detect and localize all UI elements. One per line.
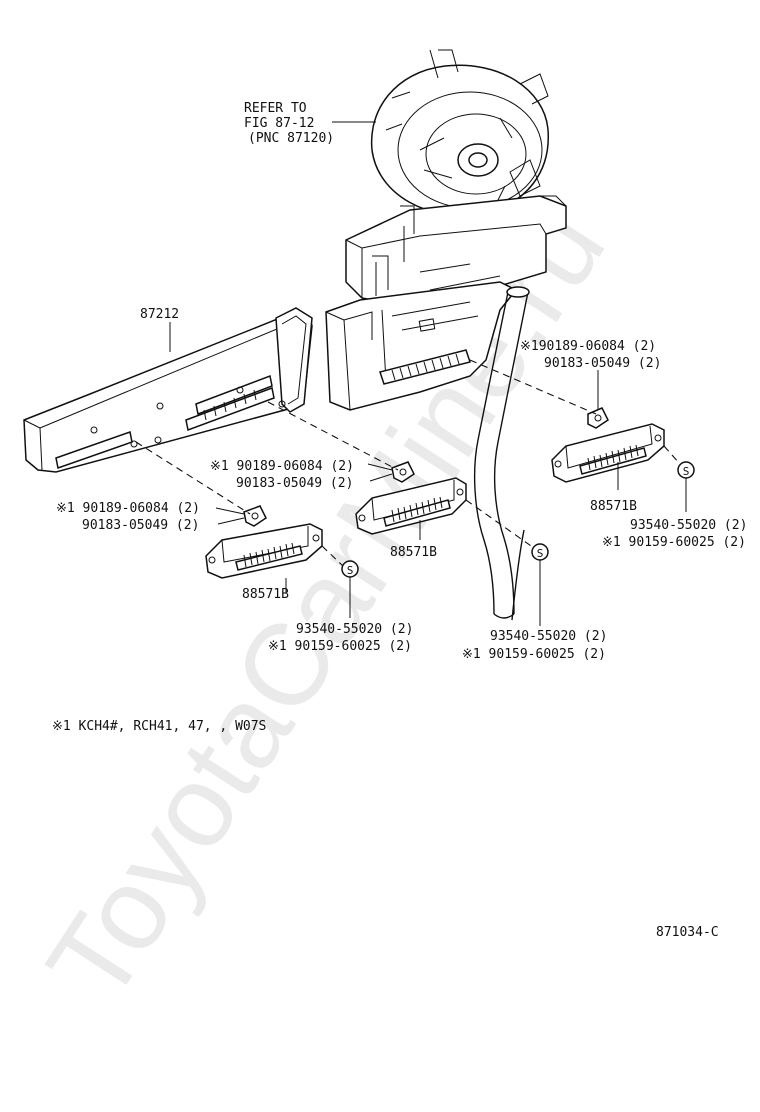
clip-label-left-b: 90183-05049 (2) [82, 518, 199, 533]
screw-symbol-right: S [677, 461, 695, 479]
screw-label-center-b: ※1 90159-60025 (2) [462, 647, 606, 662]
blower-motor-assembly [325, 49, 567, 411]
screw-label-left-b: ※1 90159-60025 (2) [268, 639, 412, 654]
clip-label-left-a: ※1 90189-06084 (2) [56, 501, 200, 516]
refer-line-1: REFER TO [244, 101, 307, 116]
footnote: ※1 KCH4#, RCH41, 47, , W07S [52, 719, 266, 734]
clip-label-right-a: ※190189-06084 (2) [520, 339, 656, 354]
watermark: ToyotaCarMine.ru [22, 185, 630, 1024]
part-label-vent-right: 88571B [590, 499, 637, 514]
duct-87212 [23, 307, 313, 473]
leader-lines [169, 121, 687, 626]
clip-left [243, 505, 267, 527]
screw-label-left-a: 93540-55020 (2) [296, 622, 413, 637]
clip-label-center-a: ※1 90189-06084 (2) [210, 459, 354, 474]
vent-88571b-left [205, 523, 323, 579]
clip-label-right-b: 90183-05049 (2) [544, 356, 661, 371]
vent-88571b-right [551, 423, 665, 483]
svg-text:S: S [347, 564, 354, 577]
part-label-duct: 87212 [140, 307, 179, 322]
part-label-vent-center: 88571B [390, 545, 437, 560]
screw-label-right-b: ※1 90159-60025 (2) [602, 535, 746, 550]
refer-line-2: FIG 87-12 [244, 116, 314, 131]
assembly-lines [135, 359, 681, 567]
screw-label-center-a: 93540-55020 (2) [490, 629, 607, 644]
clip-label-center-b: 90183-05049 (2) [236, 476, 353, 491]
screw-label-right-a: 93540-55020 (2) [630, 518, 747, 533]
vent-88571b-center [355, 477, 467, 535]
refer-line-3: (PNC 87120) [248, 131, 334, 146]
screw-symbol-left: S [341, 560, 359, 578]
clip-right [587, 407, 609, 429]
screw-symbol-center: S [531, 543, 549, 561]
svg-text:S: S [683, 465, 690, 478]
svg-text:S: S [537, 547, 544, 560]
part-label-vent-left: 88571B [242, 587, 289, 602]
drain-pipe [473, 286, 530, 621]
diagram-code: 871034-C [656, 925, 719, 940]
clip-center [391, 461, 415, 483]
